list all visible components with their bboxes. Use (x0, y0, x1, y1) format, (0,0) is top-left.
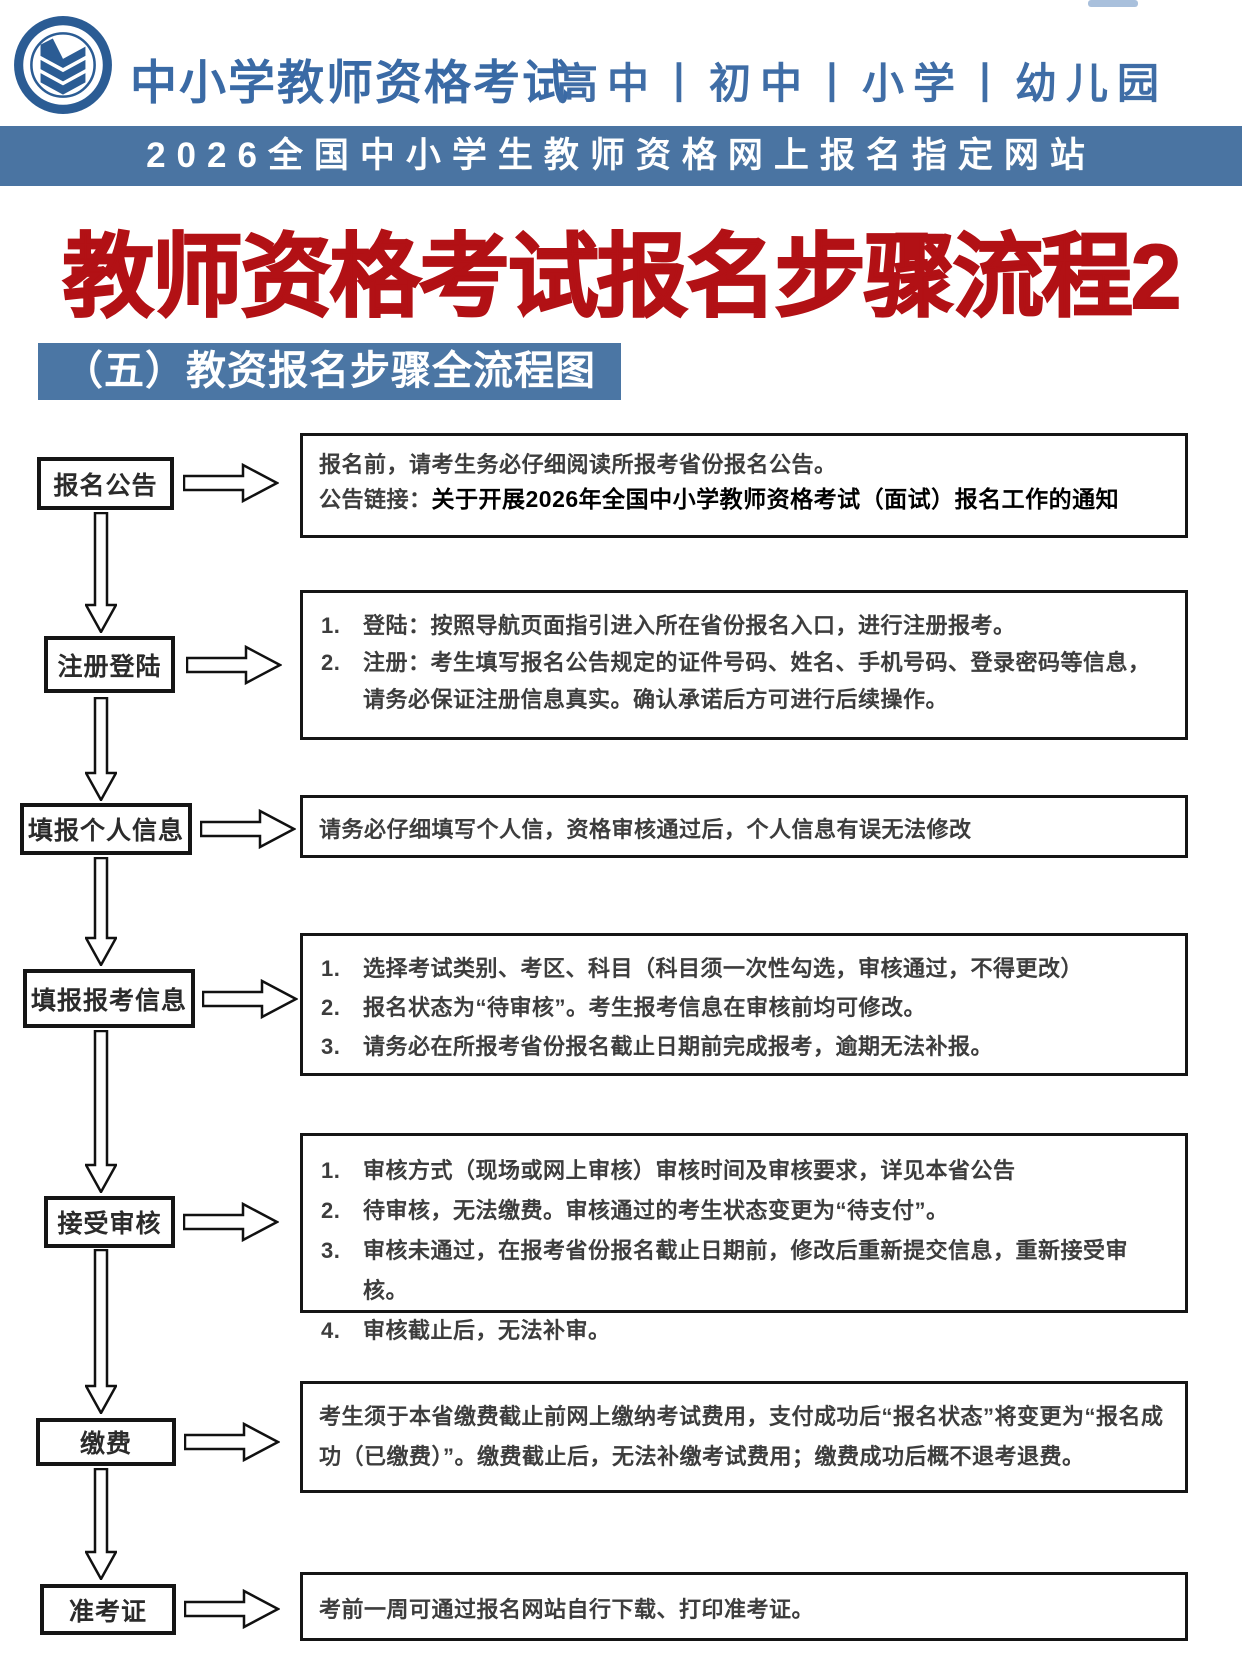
down-arrow-icon (85, 697, 117, 801)
step-box-payment: 缴费 (36, 1418, 176, 1466)
step-box-review: 接受审核 (44, 1196, 175, 1248)
step-box-exam-info: 填报报考信息 (23, 969, 195, 1028)
step-box-register-login: 注册登陆 (44, 636, 175, 693)
step-box-admission-ticket: 准考证 (40, 1584, 176, 1635)
list-item: 请务必在所报考省份报名截止日期前完成报考，逾期无法补报。 (321, 1027, 994, 1066)
right-arrow-icon (184, 1421, 280, 1463)
list-item: 报名状态为“待审核”。考生报考信息在审核前均可修改。 (321, 988, 927, 1027)
announcement-link-label: 公告链接： (319, 487, 432, 512)
down-arrow-icon (85, 512, 117, 633)
school-levels-text: 高中丨初中丨小学丨幼儿园 (556, 60, 1169, 107)
list-item: 审核截止后，无法补审。 (321, 1311, 611, 1351)
teacher-certification-logo-icon (14, 16, 112, 114)
down-arrow-icon (85, 1249, 117, 1414)
right-arrow-icon (186, 644, 282, 686)
step-label: 准考证 (68, 1597, 147, 1626)
payment-note: 考生须于本省缴费截止前网上缴纳考试费用，支付成功后“报名状态”将变更为“报名成功… (319, 1404, 1164, 1469)
down-arrow-icon (85, 1468, 117, 1580)
step-label: 注册登陆 (57, 652, 162, 681)
page-title: 教师资格考试报名步骤流程2 (62, 226, 1183, 329)
content-box-payment: 考生须于本省缴费截止前网上缴纳考试费用，支付成功后“报名状态”将变更为“报名成功… (300, 1381, 1188, 1493)
content-box-personal-info: 请务必仔细填写个人信，资格审核通过后，个人信息有误无法修改 (300, 795, 1188, 858)
list-item: 选择考试类别、考区、科目（科目须一次性勾选，审核通过，不得更改） (321, 949, 1084, 988)
content-box-admission-ticket: 考前一周可通过报名网站自行下载、打印准考证。 (300, 1572, 1188, 1641)
admission-ticket-note: 考前一周可通过报名网站自行下载、打印准考证。 (319, 1597, 815, 1622)
list-item: 审核方式（现场或网上审核）审核时间及审核要求，详见本省公告 (321, 1151, 1016, 1191)
step-box-announcement: 报名公告 (37, 457, 174, 510)
list-item: 审核未通过，在报考省份报名截止日期前，修改后重新提交信息，重新接受审核。 (321, 1231, 1129, 1303)
section-title: （五）教资报名步骤全流程图 (38, 343, 621, 400)
personal-info-note: 请务必仔细填写个人信，资格审核通过后，个人信息有误无法修改 (319, 817, 972, 842)
down-arrow-icon (85, 1030, 117, 1193)
list-item: 注册：考生填写报名公告规定的证件号码、姓名、手机号码、登录密码等信息，请务必保证… (321, 644, 1151, 712)
announcement-link[interactable]: 关于开展2026年全国中小学教师资格考试（面试）报名工作的通知 (431, 486, 1120, 512)
content-box-exam-info: 选择考试类别、考区、科目（科目须一次性勾选，审核通过，不得更改） 报名状态为“待… (300, 933, 1188, 1076)
content-box-review: 审核方式（现场或网上审核）审核时间及审核要求，详见本省公告 待审核，无法缴费。审… (300, 1133, 1188, 1351)
list-item: 登陆：按照导航页面指引进入所在省份报名入口，进行注册报考。 (321, 607, 1016, 644)
right-arrow-icon (200, 808, 296, 850)
step-label: 缴费 (79, 1430, 132, 1458)
brand-title: 中小学教师资格考试 (130, 56, 571, 109)
list-item: 待审核，无法缴费。审核通过的考生状态变更为“待支付”。 (321, 1191, 949, 1231)
step-label: 报名公告 (53, 471, 158, 500)
announcement-note: 报名前，请考生务必仔细阅读所报考省份报名公告。 (319, 452, 837, 477)
step-label: 填报报考信息 (30, 986, 187, 1015)
corner-decoration (1088, 0, 1138, 7)
step-box-personal-info: 填报个人信息 (20, 803, 192, 855)
content-box-announcement: 报名前，请考生务必仔细阅读所报考省份报名公告。 公告链接：关于开展2026年全国… (300, 433, 1188, 538)
step-label: 接受审核 (57, 1210, 162, 1238)
right-arrow-icon (184, 1588, 280, 1630)
site-banner: 2026全国中小学生教师资格网上报名指定网站 (0, 126, 1242, 186)
step-label: 填报个人信息 (27, 817, 184, 845)
content-box-register-login: 登陆：按照导航页面指引进入所在省份报名入口，进行注册报考。 注册：考生填写报名公… (300, 590, 1188, 740)
right-arrow-icon (202, 978, 298, 1020)
down-arrow-icon (85, 857, 117, 966)
right-arrow-icon (183, 1201, 279, 1243)
right-arrow-icon (183, 462, 279, 504)
